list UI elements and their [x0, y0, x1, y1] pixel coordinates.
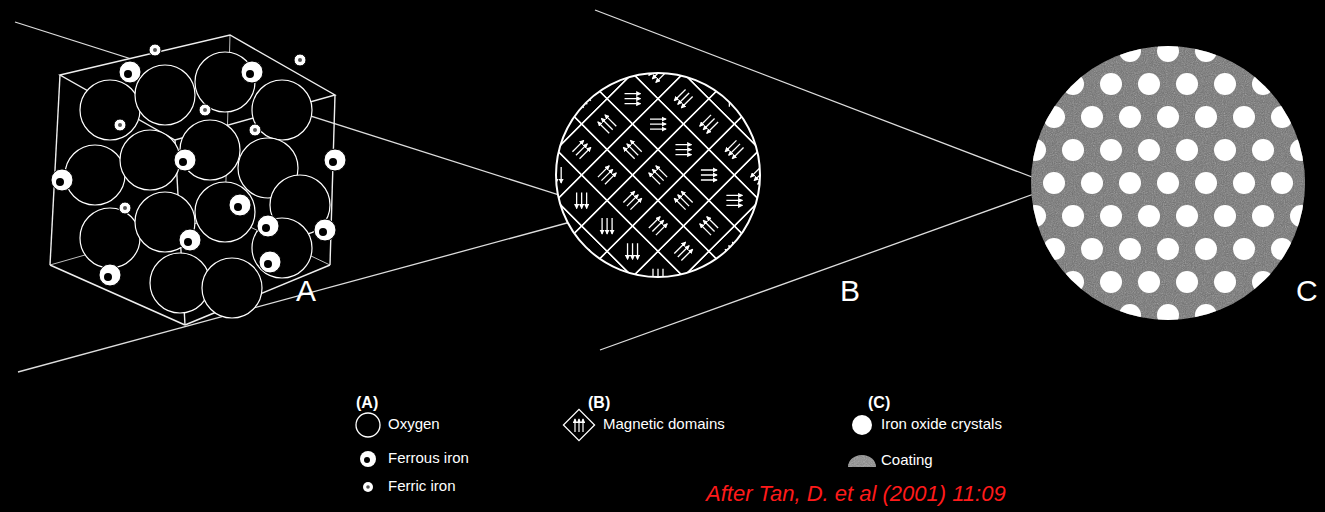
ferric-iron: [119, 202, 131, 214]
legend-text: Oxygen: [388, 416, 440, 433]
ferrous-iron: [179, 229, 201, 251]
legend-text: Magnetic domains: [603, 416, 725, 433]
oxygen-atom: [195, 52, 255, 112]
oxygen-atom: [120, 130, 180, 190]
legend-swatch: [363, 482, 373, 492]
panel-letter: B: [840, 274, 860, 307]
ferrous-iron: [99, 264, 121, 286]
ferrous-iron: [174, 149, 196, 171]
crystal-cube: [50, 35, 335, 325]
ferrous-iron: [257, 215, 279, 237]
ferrous-iron: [119, 61, 141, 83]
oxygen-atom: [65, 145, 125, 205]
domain-disc: [556, 73, 760, 277]
legend-swatch: [356, 413, 380, 437]
oxygen-atom: [80, 80, 140, 140]
legend-text: Ferrous iron: [388, 450, 469, 467]
ferrous-iron: [314, 219, 336, 241]
citation: After Tan, D. et al (2001) 11:09: [706, 482, 1006, 506]
legend-swatch: [852, 415, 872, 435]
ferric-iron: [199, 104, 211, 116]
ferric-iron: [249, 124, 261, 136]
legend-text: Coating: [881, 452, 933, 469]
legend-heading: (A): [356, 394, 378, 412]
oxygen-atom: [135, 192, 195, 252]
ferrous-iron: [241, 61, 263, 83]
zoom-lines: [15, 10, 1045, 372]
panel-letter: A: [296, 274, 316, 307]
oxygen-atom: [80, 208, 140, 268]
panel-letter: C: [1296, 274, 1318, 307]
ferrous-iron: [51, 169, 73, 191]
ferric-iron: [149, 44, 161, 56]
ferric-iron: [294, 54, 306, 66]
oxygen-atom: [195, 182, 255, 242]
ferrous-iron: [259, 251, 281, 273]
legend-heading: (B): [588, 394, 610, 412]
oxygen-atom: [135, 65, 195, 125]
legend-swatch: [563, 409, 594, 440]
atoms: [51, 44, 346, 318]
legend-swatch: [848, 455, 876, 467]
legend-text: Ferric iron: [388, 478, 456, 495]
ferrous-iron: [229, 194, 251, 216]
oxygen-atom: [150, 253, 210, 313]
ferrous-iron: [324, 149, 346, 171]
coating-disc: [1031, 46, 1305, 320]
legend-heading: (C): [868, 394, 890, 412]
coating-texture: [1031, 46, 1305, 320]
legend-text: Iron oxide crystals: [881, 416, 1002, 433]
ferric-iron: [114, 119, 126, 131]
oxygen-atom: [202, 258, 262, 318]
domain-grid: [429, 0, 887, 404]
crystal-dots: [967, 7, 1325, 359]
legend-swatch: [360, 451, 376, 467]
